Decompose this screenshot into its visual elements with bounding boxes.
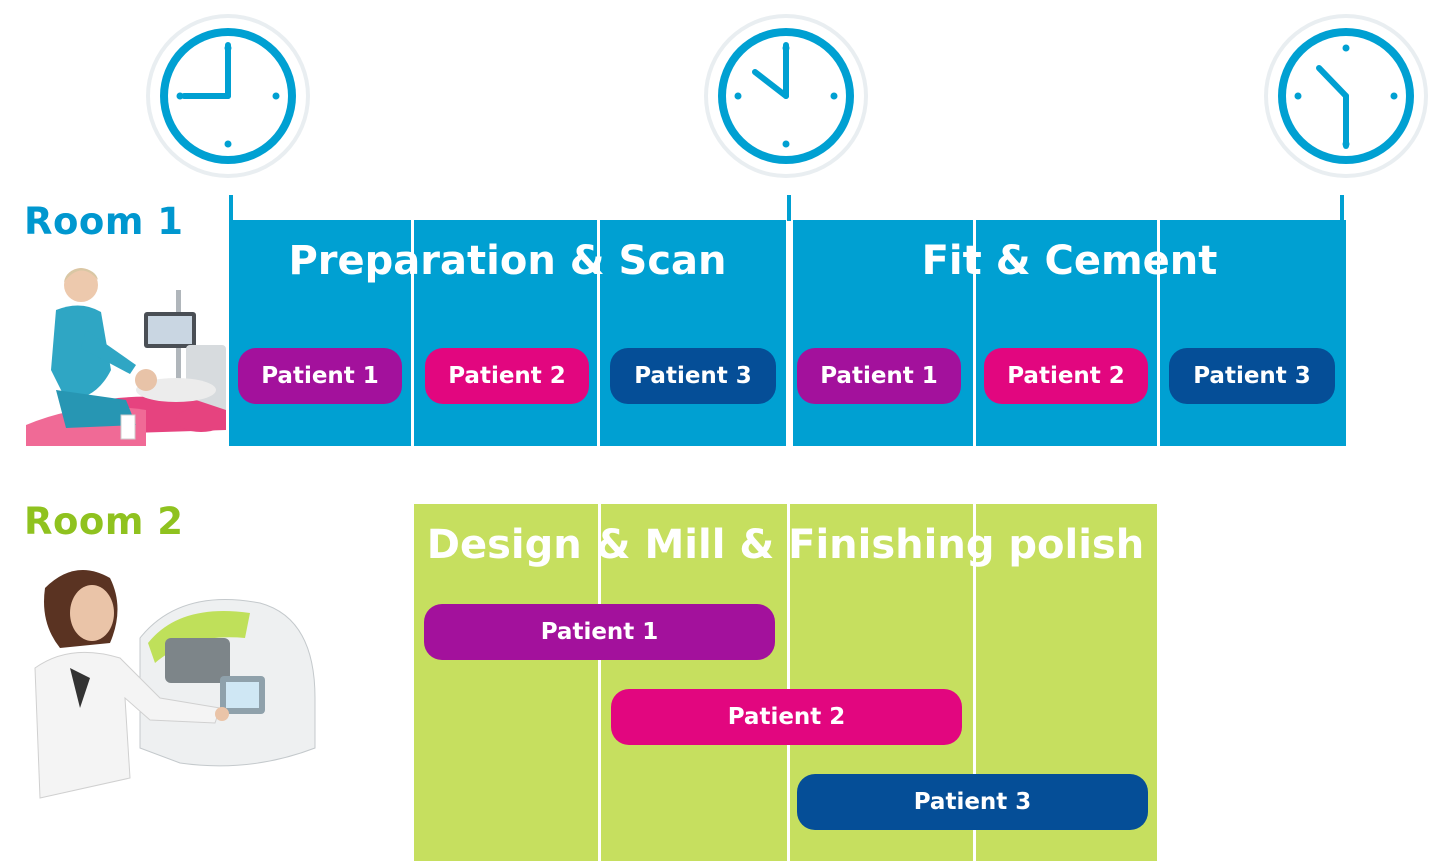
room2-patient-1: Patient 1 (424, 604, 775, 660)
time-divider (598, 504, 601, 861)
room2-patient-2: Patient 2 (611, 689, 962, 745)
room1-fit-patient-3: Patient 3 (1169, 348, 1335, 404)
dentist-photo (26, 250, 230, 446)
time-divider (1157, 220, 1160, 446)
room2-patient-3: Patient 3 (797, 774, 1148, 830)
time-divider (973, 504, 976, 861)
clock-icon-end (1262, 12, 1430, 180)
room1-prep-patient-1: Patient 1 (238, 348, 402, 404)
technician-photo (30, 548, 320, 810)
room-2-label: Room 2 (24, 500, 184, 543)
fit-cement-title: Fit & Cement (921, 238, 1218, 284)
room1-fit-patient-1: Patient 1 (797, 348, 961, 404)
room1-prep-patient-2: Patient 2 (425, 348, 589, 404)
room1-prep-patient-3: Patient 3 (610, 348, 776, 404)
room1-block-preparation-scan (229, 220, 786, 446)
clock-icon-middle (702, 12, 870, 180)
time-divider (597, 220, 600, 446)
time-divider (411, 220, 414, 446)
time-divider (787, 504, 790, 861)
room1-fit-patient-2: Patient 2 (984, 348, 1148, 404)
time-divider (973, 220, 976, 446)
design-mill-title: Design & Mill & Finishing polish (426, 522, 1145, 568)
room-1-label: Room 1 (24, 200, 184, 243)
clock-icon-start (144, 12, 312, 180)
preparation-scan-title: Preparation & Scan (288, 238, 727, 284)
room1-block-fit-cement (793, 220, 1346, 446)
